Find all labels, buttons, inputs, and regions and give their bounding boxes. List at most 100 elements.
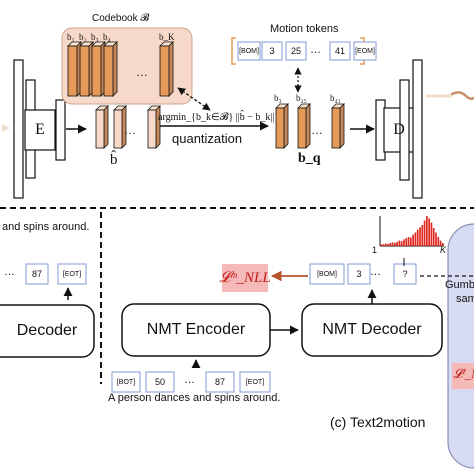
left-token-text-2: [EOT]	[62, 270, 82, 278]
quant-bar-3-side	[339, 103, 345, 149]
in-token-ellipsis-2: …	[184, 374, 195, 386]
loss-label: 𝓛ᵐ_NLL	[219, 269, 271, 286]
left-token-ellipsis-0: …	[4, 266, 15, 278]
bhat-bar-0	[95, 109, 105, 149]
nmt-encoder-label: NMT Encoder	[146, 321, 246, 338]
quant-label-3: b₄₁	[330, 93, 341, 103]
codebook-ellipsis: …	[136, 65, 148, 79]
codebook-bar-5-side	[168, 41, 174, 97]
histogram	[379, 216, 444, 247]
quant-label-0: b₃	[274, 93, 282, 103]
hist-bar	[389, 243, 392, 246]
hist-bar	[387, 243, 389, 246]
hist-bar	[428, 218, 430, 246]
hist-bar	[380, 244, 382, 246]
codebook-bar-3-side	[112, 41, 118, 97]
quantization-label: quantization	[172, 131, 243, 146]
codebook-lookup-arrow	[177, 87, 211, 111]
bhat-label: b̂	[110, 152, 118, 168]
nmt-decoder-label: NMT Decoder	[322, 321, 422, 338]
hist-bar	[412, 234, 414, 246]
hist-axis-k: K	[440, 245, 447, 255]
quantized-bars	[275, 103, 345, 149]
quant-bar-1-side	[305, 103, 311, 149]
hist-bar	[439, 240, 442, 246]
codebook-title: Codebook 𝓑	[92, 13, 150, 24]
codebook-bar-3	[103, 45, 114, 97]
dec-token-text-1: 3	[356, 268, 362, 279]
hist-bar	[407, 237, 410, 246]
hist-bar	[405, 238, 408, 246]
hist-bar	[435, 232, 437, 246]
left-token-box-2	[57, 263, 87, 285]
bhat-bar-0-side	[103, 105, 109, 149]
gumbel-label-2: sam	[456, 293, 474, 305]
hist-axis-1: 1	[372, 245, 378, 255]
hist-bar	[382, 244, 385, 246]
left-token-box-1	[25, 263, 49, 285]
in-token-box-4	[239, 371, 271, 393]
decoder-token-row	[309, 263, 417, 285]
encoder-label: E	[35, 121, 45, 138]
hist-bar	[419, 227, 421, 246]
bhat-ellipsis: …	[124, 123, 136, 137]
dec-token-box-0	[309, 263, 345, 285]
gumbel-loss-patch	[452, 363, 474, 389]
gumbel-label: Gumbe	[445, 279, 474, 291]
motion-token-row	[237, 41, 377, 61]
dec-token-box-3	[393, 263, 417, 285]
decoder-block	[375, 59, 423, 199]
hist-bar	[410, 237, 412, 246]
motion-token-text-1: 3	[269, 45, 275, 56]
codebook-label-2: b₃	[91, 32, 99, 42]
left-token-row	[25, 263, 87, 285]
argmin-label: argmin_{b_k∈𝓑} ||b̂ − b_k||	[158, 112, 275, 123]
loss-right-label: 𝓛ᵗ_N	[453, 366, 474, 381]
decoder-label: D	[393, 121, 405, 138]
bq-label: b_q	[298, 151, 321, 166]
motion-token-text-2: 25	[290, 45, 301, 56]
motion-token-box-4	[329, 41, 351, 61]
panel-caption: (c) Text2motion	[330, 414, 426, 430]
input-token-row	[111, 371, 271, 393]
left-token-text-1: 87	[31, 268, 42, 279]
motion-figure	[450, 91, 474, 100]
in-token-text-0: [BOT]	[116, 378, 136, 386]
hist-bar	[423, 220, 426, 246]
loss-box	[222, 264, 268, 292]
motion-token-box-2	[285, 41, 307, 61]
left-decoder-box	[0, 304, 95, 358]
codebook-bar-0	[67, 45, 78, 97]
motion-token-text-4: 41	[334, 45, 345, 56]
codebook-bar-2	[91, 45, 102, 97]
input-fade-arrow	[2, 124, 10, 132]
codebook-bar-5	[159, 45, 170, 97]
quant-ellipsis: …	[311, 123, 323, 137]
quant-bar-3	[331, 107, 341, 149]
hist-bar	[394, 243, 396, 246]
motion-token-box-1	[261, 41, 283, 61]
dec-token-text-0: [BOM]	[317, 270, 337, 278]
hist-bar	[403, 239, 405, 246]
codebook-label-0: b₁	[67, 32, 75, 42]
hist-bar	[398, 240, 401, 246]
codebook-bars	[67, 41, 174, 97]
hist-bar	[414, 232, 417, 246]
left-caption: and spins around.	[2, 221, 90, 233]
dec-token-ellipsis-2: …	[370, 266, 381, 278]
motion-token-text-0: [BOM]	[239, 47, 259, 55]
dec-token-text-3: ?	[402, 268, 408, 279]
hist-bar	[437, 237, 440, 246]
hist-bar	[416, 229, 419, 246]
codebook-label-1: b₂	[79, 32, 87, 42]
gumbel-panel	[447, 223, 474, 469]
left-decoder-label: Decoder	[16, 322, 78, 339]
in-token-text-3: 87	[214, 376, 225, 387]
quant-bar-1	[297, 107, 307, 149]
hist-bar	[432, 228, 435, 246]
dec-token-box-1	[347, 263, 371, 285]
bhat-bar-3	[147, 109, 157, 149]
hist-bar	[400, 241, 403, 246]
hist-bar	[426, 216, 428, 246]
